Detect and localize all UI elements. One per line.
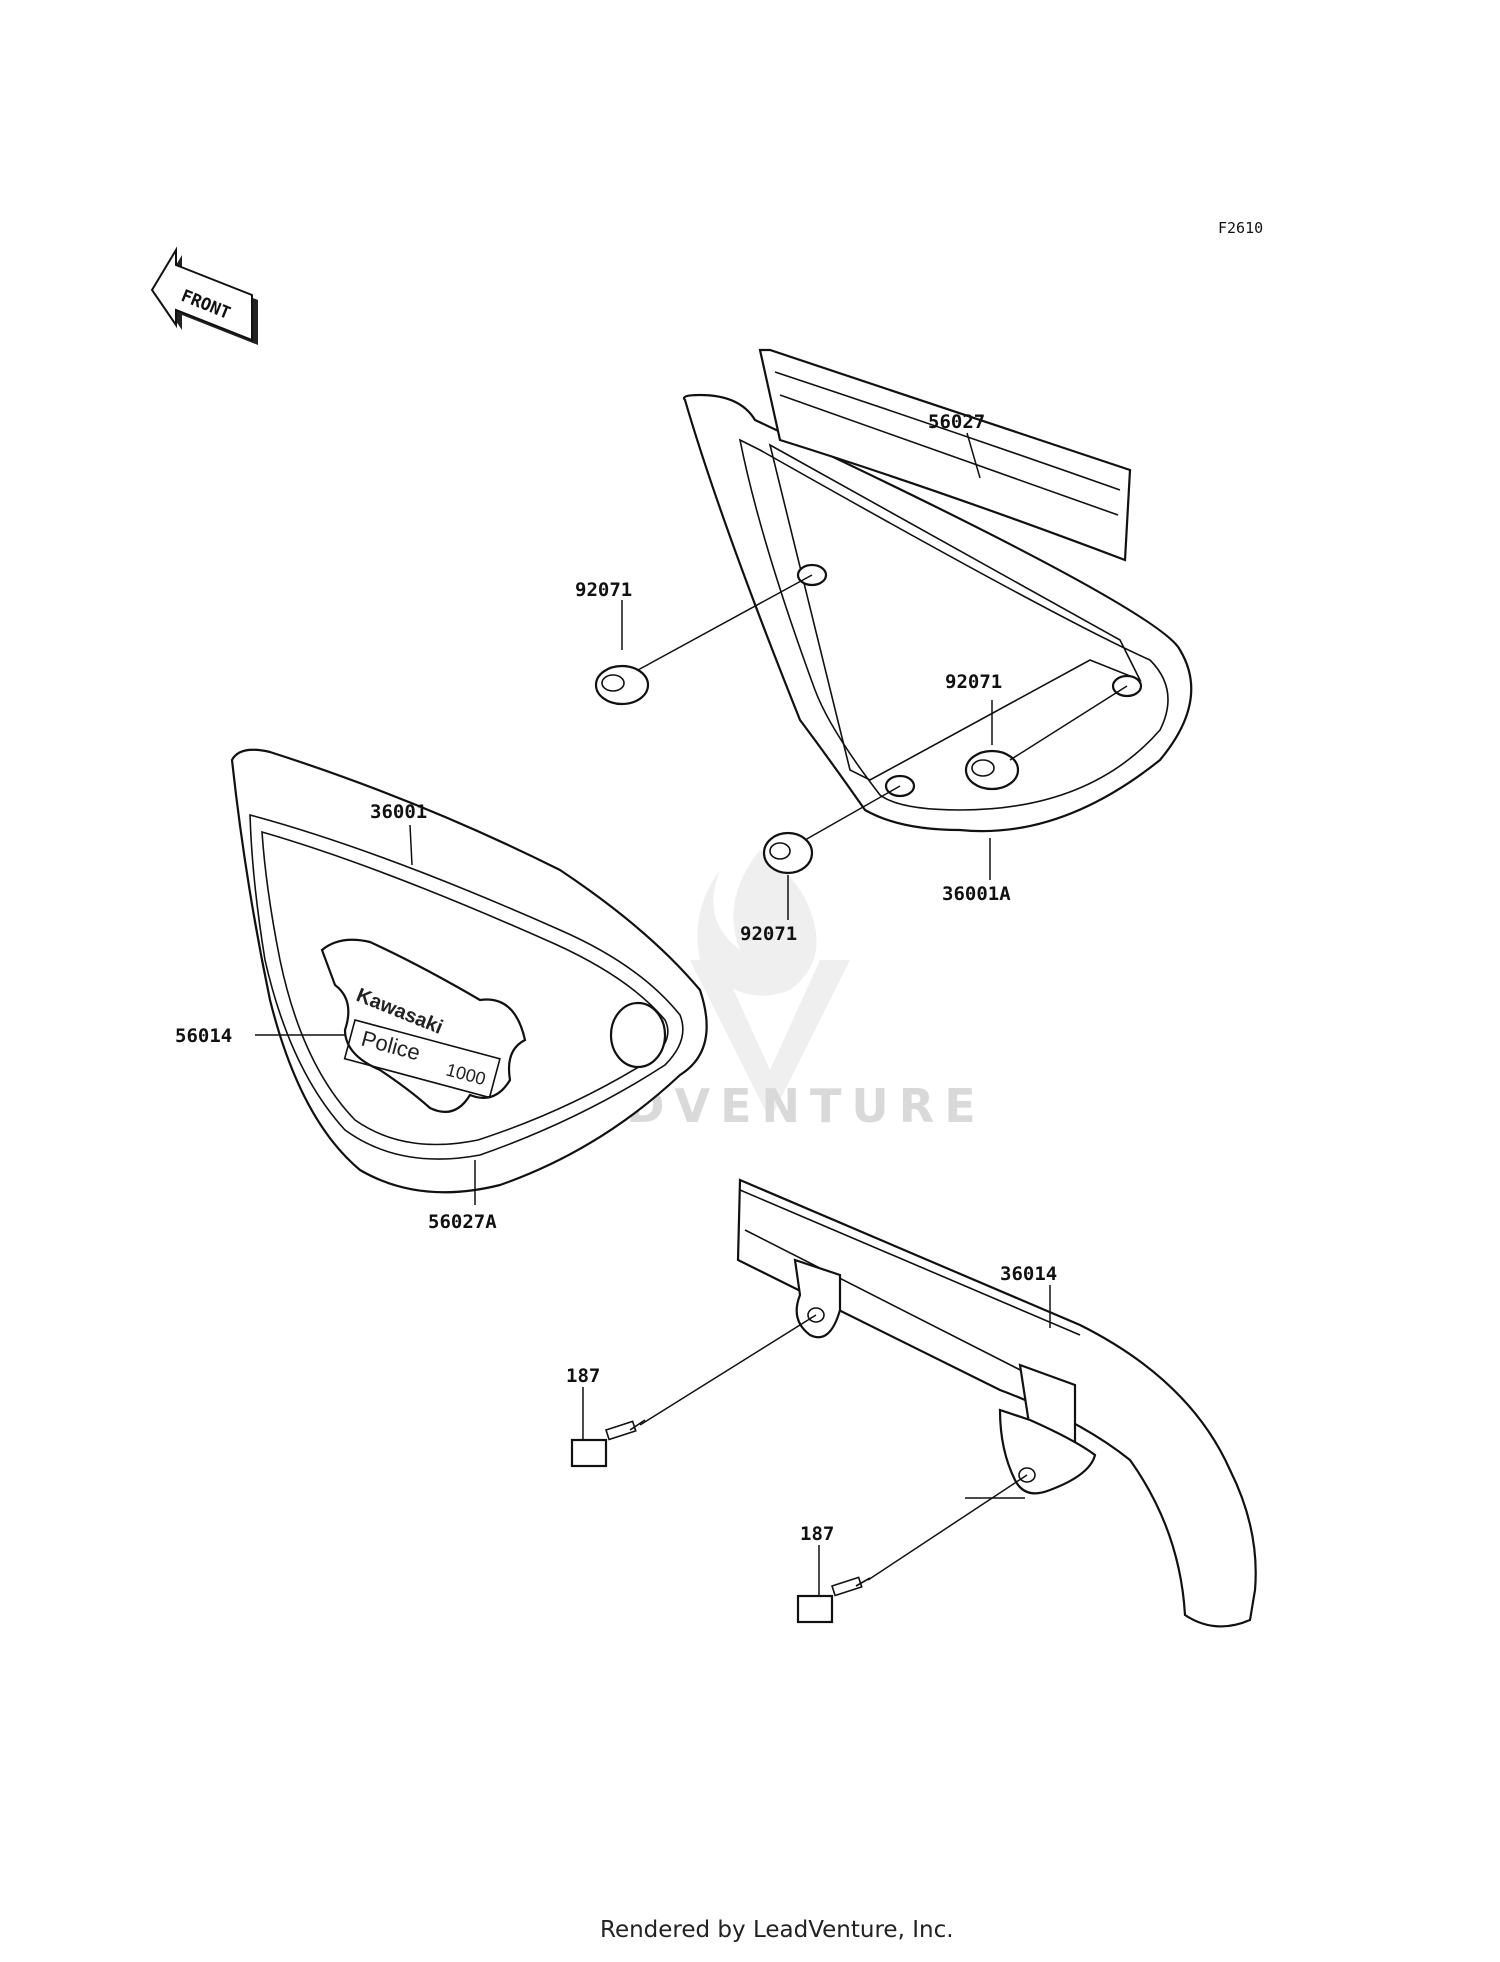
footer-credit: Rendered by LeadVenture, Inc.	[600, 1917, 954, 1943]
grommet-92071-b	[964, 749, 1020, 791]
callout-92071-c: 92071	[740, 923, 797, 945]
chain-guard-36014	[736, 1178, 1257, 1628]
callout-56014: 56014	[175, 1025, 232, 1047]
callout-92071-a: 92071	[575, 579, 632, 601]
emblem-56014: Kawasaki Police 1000	[320, 938, 527, 1113]
front-arrow-icon: FRONT	[150, 246, 258, 345]
bolt-187-a	[570, 1419, 646, 1468]
side-cover-36001	[230, 748, 708, 1194]
callout-92071-b: 92071	[945, 671, 1002, 693]
side-cover-36001A	[682, 393, 1193, 833]
callout-187-a: 187	[566, 1365, 600, 1387]
callout-36001A: 36001A	[942, 883, 1011, 905]
callout-187-b: 187	[800, 1523, 834, 1545]
callout-56027: 56027	[928, 411, 985, 433]
callout-36014: 36014	[1000, 1263, 1057, 1285]
figure-code: F2610	[1218, 219, 1263, 237]
grommet-92071-c	[762, 831, 814, 875]
grommet-92071-a	[594, 664, 650, 706]
leader-lines	[255, 432, 1128, 1595]
callout-36001: 36001	[370, 801, 427, 823]
watermark-logo	[690, 850, 850, 1120]
bolt-187-b	[796, 1576, 871, 1624]
trim-56027	[758, 348, 1132, 562]
callout-56027A: 56027A	[428, 1211, 497, 1233]
